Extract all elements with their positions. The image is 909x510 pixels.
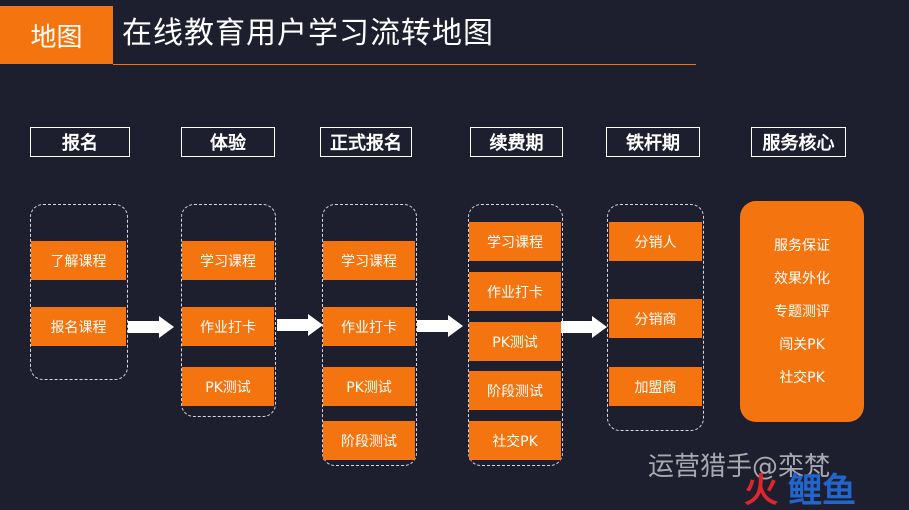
stage-card: PK测试 — [323, 367, 415, 406]
service-core-item: 专题测评 — [774, 304, 830, 320]
stage-card: PK测试 — [182, 367, 274, 406]
right-arrow-icon — [277, 314, 323, 336]
stage-group-trial — [181, 204, 276, 417]
stage-card: 分销商 — [609, 299, 702, 338]
stage-header-renewal: 续费期 — [470, 127, 563, 157]
stage-card: 分销人 — [609, 222, 702, 261]
stage-card: 阶段测试 — [469, 371, 561, 410]
stage-header-loyal: 铁杆期 — [606, 127, 700, 157]
stage-card: 报名课程 — [31, 307, 126, 346]
stage-card: 学习课程 — [323, 241, 415, 280]
page-title: 在线教育用户学习流转地图 — [122, 16, 494, 51]
map-tag: 地图 — [0, 6, 113, 64]
service-core-item: 服务保证 — [774, 238, 830, 254]
title-underline — [113, 64, 696, 65]
right-arrow-icon — [561, 316, 607, 338]
stage-header-formal-signup: 正式报名 — [320, 127, 412, 157]
right-arrow-icon — [417, 315, 463, 337]
stage-card: 阶段测试 — [323, 421, 415, 460]
svg-text:火: 火 — [744, 471, 778, 506]
stage-group-renewal — [468, 204, 563, 466]
huoliyu-logo: 火 鲤鱼 — [744, 471, 856, 506]
stage-card: PK测试 — [469, 322, 561, 361]
stage-card: 作业打卡 — [182, 307, 274, 346]
stage-header-signup: 报名 — [30, 127, 130, 157]
service-core-item: 闯关PK — [779, 337, 825, 353]
stage-card: 作业打卡 — [469, 272, 561, 311]
service-core-box: 服务保证 效果外化 专题测评 闯关PK 社交PK — [740, 201, 864, 422]
stage-card: 社交PK — [469, 421, 561, 460]
service-core-item: 社交PK — [779, 370, 825, 386]
stage-card: 加盟商 — [609, 367, 702, 406]
stage-header-service-core: 服务核心 — [751, 127, 846, 157]
stage-card: 作业打卡 — [323, 307, 415, 346]
stage-group-formal-signup — [322, 204, 417, 466]
service-core-item: 效果外化 — [774, 271, 830, 287]
stage-card: 了解课程 — [31, 241, 126, 280]
author-watermark: 运营猎手@栾梵 — [648, 452, 831, 482]
right-arrow-icon — [128, 316, 174, 338]
stage-group-signup — [30, 204, 128, 380]
stage-card: 学习课程 — [182, 241, 274, 280]
stage-group-loyal — [607, 204, 704, 431]
stage-card: 学习课程 — [469, 222, 561, 261]
svg-text:鲤鱼: 鲤鱼 — [788, 471, 856, 506]
stage-header-trial: 体验 — [181, 127, 275, 157]
